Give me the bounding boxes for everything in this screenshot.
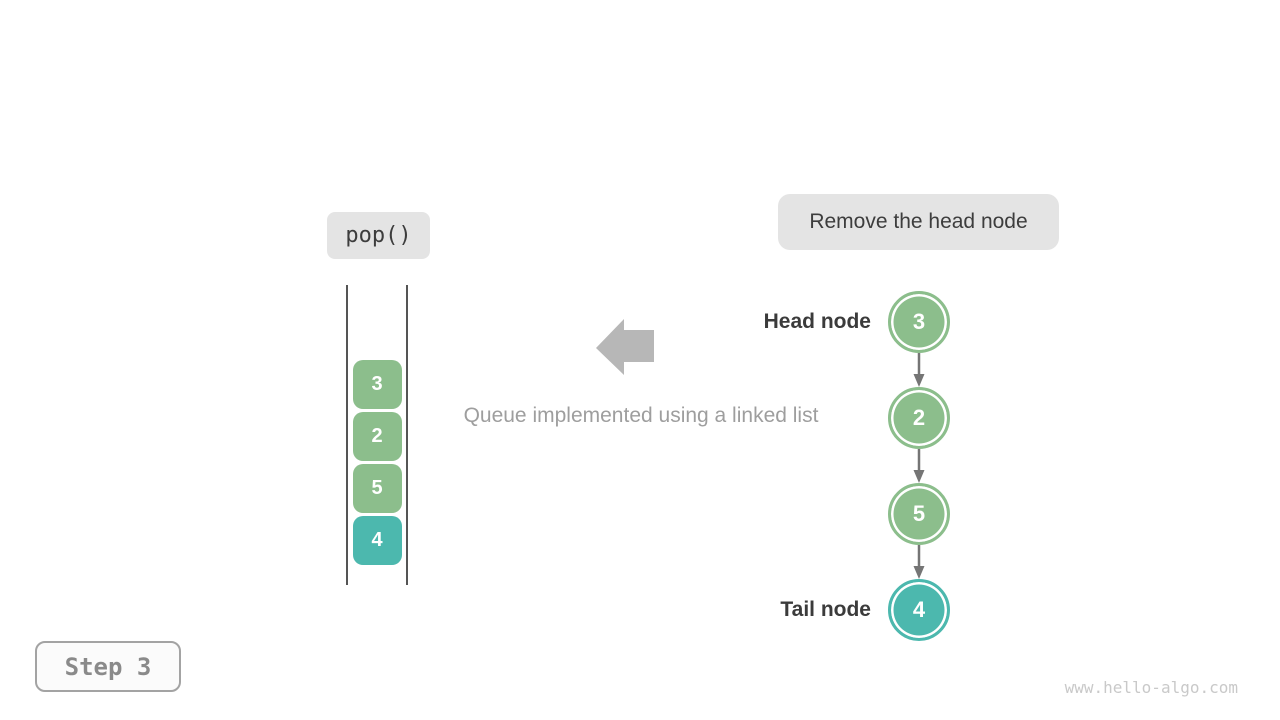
queue-item: 3 [352,360,402,409]
left-block-arrow-icon [596,319,654,375]
head-node-label: Head node [763,310,871,333]
queue-wall-right [406,285,408,585]
watermark-url: www.hello-algo.com [1064,678,1238,697]
figure-caption: Queue implemented using a linked list [463,404,819,427]
linked-list-node: 5 [888,483,950,545]
tail-node-label: Tail node [780,598,871,621]
queue-item: 4 [352,516,402,565]
linked-list-node: 4 [888,579,950,641]
pop-operation-label: pop() [327,212,430,259]
linked-list-node: 2 [888,387,950,449]
queue-stack: 3 2 5 4 [348,285,406,585]
node-connector-arrow-icon [913,353,925,387]
queue-item: 2 [352,412,402,461]
step-badge: Step 3 [35,641,181,692]
linked-list-node: 3 [888,291,950,353]
queue-item: 5 [352,464,402,513]
node-connector-arrow-icon [913,449,925,483]
queue-wall-left [346,285,348,585]
remove-head-callout: Remove the head node [778,194,1059,250]
node-connector-arrow-icon [913,545,925,579]
